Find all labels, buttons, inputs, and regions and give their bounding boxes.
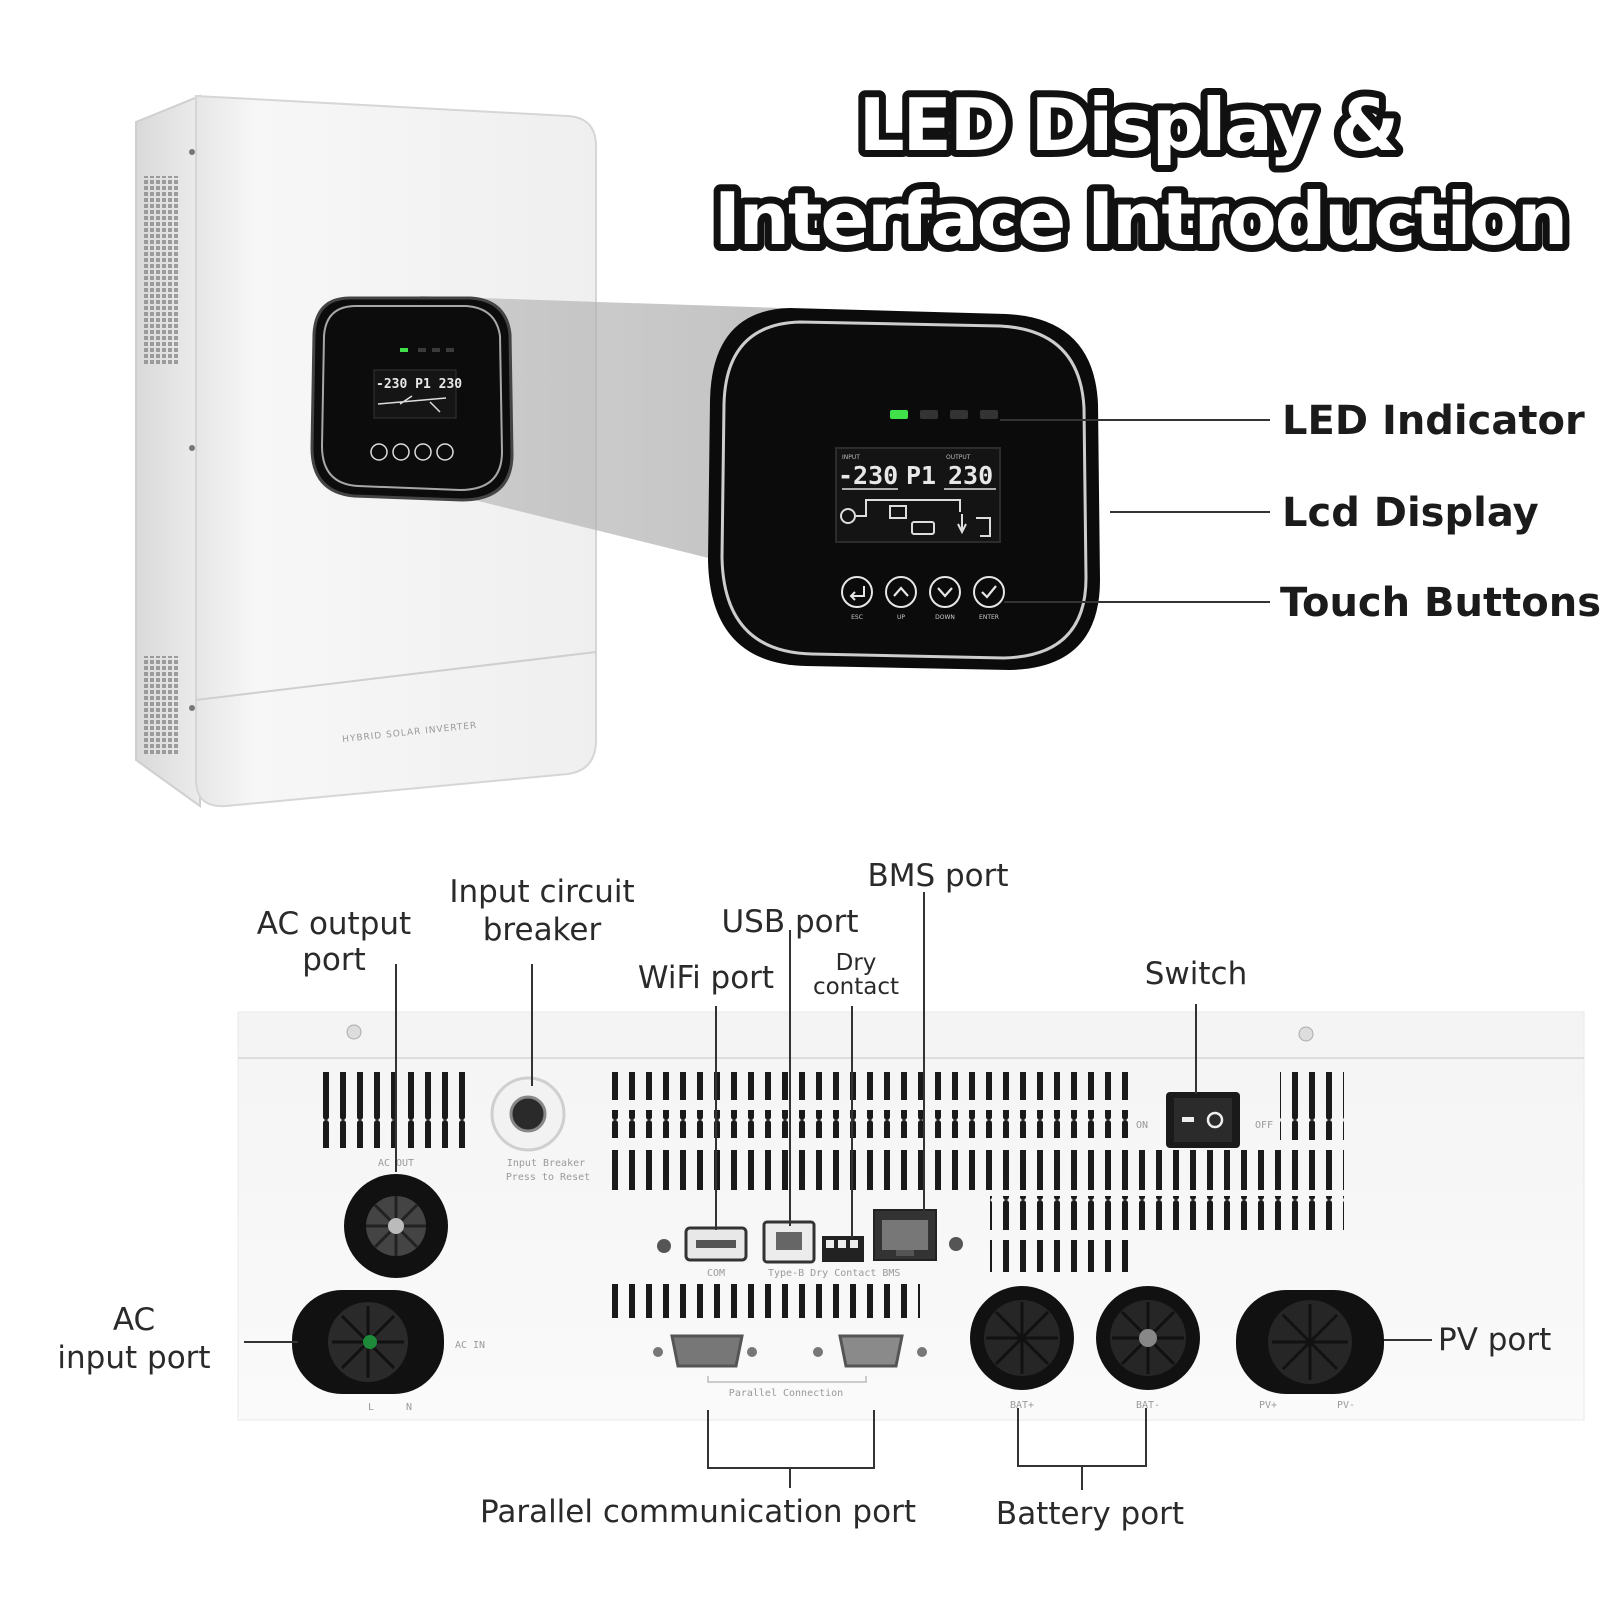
title-line-1: LED Display & [859,83,1398,167]
bat-plus-marking: BAT+ [1010,1400,1034,1411]
breaker-marking-1: Input Breaker [507,1158,585,1169]
switch-on-mark-icon [1182,1117,1194,1122]
input-breaker-label-2: breaker [483,912,602,948]
check-icon [981,585,997,599]
breaker-marking-2: Press to Reset [506,1172,590,1183]
port-row-marking: Type-B Dry Contact BMS [768,1268,900,1279]
enter-button-label: ENTER [979,614,999,621]
dry-contact-terminal[interactable] [822,1236,864,1262]
switch-on-marking: ON [1136,1120,1148,1131]
up-button[interactable]: UP [885,576,917,621]
battery-plus-gland[interactable] [970,1286,1074,1390]
pv-port-label: PV port [1438,1322,1551,1358]
vent-left [314,1072,472,1148]
esc-button[interactable]: ESC [841,576,873,621]
touch-button-row: ESC UP DOWN ENTER [841,576,1005,621]
chevron-up-icon [893,586,909,597]
led-off-2 [950,410,968,419]
enter-button[interactable]: ENTER [973,576,1005,621]
switch-off-mark-icon [1206,1111,1224,1129]
vent-center-5 [990,1240,1138,1272]
l-marking: L [368,1402,374,1413]
pv-gland[interactable] [1236,1290,1384,1394]
dry-contact-label-2: contact [813,974,899,1000]
title-line-2: Interface Introduction [714,177,1566,261]
vent-center-1 [604,1072,1134,1100]
large-display: INPUT OUTPUT -230 P1 230 ESC [708,308,1100,670]
parallel-port-2[interactable] [813,1334,927,1368]
bms-rj45-port[interactable] [873,1209,937,1261]
led-off-3 [980,410,998,419]
load-icon [957,514,967,535]
title: LED Display & Interface Introduction [707,76,1575,268]
down-button-label: DOWN [935,614,955,621]
battery-port-label: Battery port [996,1496,1184,1532]
side-vent-top [142,176,180,366]
vent-center-3 [604,1150,1344,1190]
lcd-display-label: Lcd Display [1282,490,1539,536]
port-leader-lines [244,892,1432,1490]
parallel-port-1[interactable] [653,1334,757,1368]
ac-in-marking: AC IN [455,1340,485,1351]
power-switch[interactable] [1166,1092,1240,1148]
battery-minus-gland[interactable] [1096,1286,1200,1390]
inverter-front-view: HYBRID SOLAR INVERTER -230 P1 230 [135,94,1270,808]
wifi-usb-a-port[interactable] [684,1226,748,1262]
vent-lower [604,1284,920,1318]
switch-label: Switch [1145,956,1248,992]
ac-output-gland[interactable] [344,1174,448,1278]
led-indicator-row [890,410,998,419]
usb-port-label: USB port [721,904,858,940]
touch-buttons-label: Touch Buttons [1280,580,1600,626]
usb-type-b-port[interactable] [762,1220,816,1264]
port-labels: AC output port Input circuit breaker BMS… [57,858,1551,1532]
battery-icon [911,521,935,535]
pv-minus-marking: PV- [1337,1400,1355,1411]
inverter-bottom-panel: Input Breaker Press to Reset AC OUT AC I… [237,1011,1585,1421]
ac-input-label-1: AC [113,1302,155,1338]
lcd-mode: P1 [906,461,936,490]
pv-plus-marking: PV+ [1259,1400,1277,1411]
bms-port-label: BMS port [867,858,1008,894]
n-marking: N [406,1402,412,1413]
parallel-marking: Parallel Connection [729,1388,843,1399]
vent-right [1280,1072,1344,1140]
led-green [890,410,908,419]
parallel-port-label: Parallel communication port [480,1494,916,1530]
up-button-label: UP [897,614,905,621]
chevron-down-icon [937,587,953,598]
lcd-output-caption: OUTPUT [946,454,971,461]
vent-center-2 [604,1110,1134,1138]
lcd-output-value: 230 [948,461,993,490]
input-breaker-label-1: Input circuit [449,874,634,910]
led-off-1 [920,410,938,419]
ac-output-label-2: port [302,942,366,978]
ac-source-icon [840,508,856,524]
lcd-input-value: -230 [838,461,898,490]
inverter-icon [889,505,907,519]
esc-button-label: ESC [851,614,863,621]
dry-contact-label-1: Dry [836,950,877,976]
down-button[interactable]: DOWN [929,576,961,621]
svg-text:-230 P1 230: -230 P1 230 [376,377,462,392]
led-indicator-label: LED Indicator [1282,398,1585,444]
side-vent-bottom [142,656,180,756]
com-marking: COM [707,1268,725,1279]
return-icon [849,586,865,601]
lcd-screen: INPUT OUTPUT -230 P1 230 [835,447,1001,543]
ac-input-label-2: input port [57,1340,210,1376]
small-display: -230 P1 230 [310,296,514,502]
lcd-input-caption: INPUT [842,454,860,461]
ac-input-gland[interactable] [292,1290,444,1394]
ac-output-label-1: AC output [257,906,411,942]
input-breaker[interactable]: Input Breaker Press to Reset [490,1076,590,1183]
wifi-port-label: WiFi port [638,960,774,996]
switch-off-marking: OFF [1255,1120,1273,1131]
vent-center-4 [990,1196,1344,1230]
bat-minus-marking: BAT- [1136,1400,1160,1411]
